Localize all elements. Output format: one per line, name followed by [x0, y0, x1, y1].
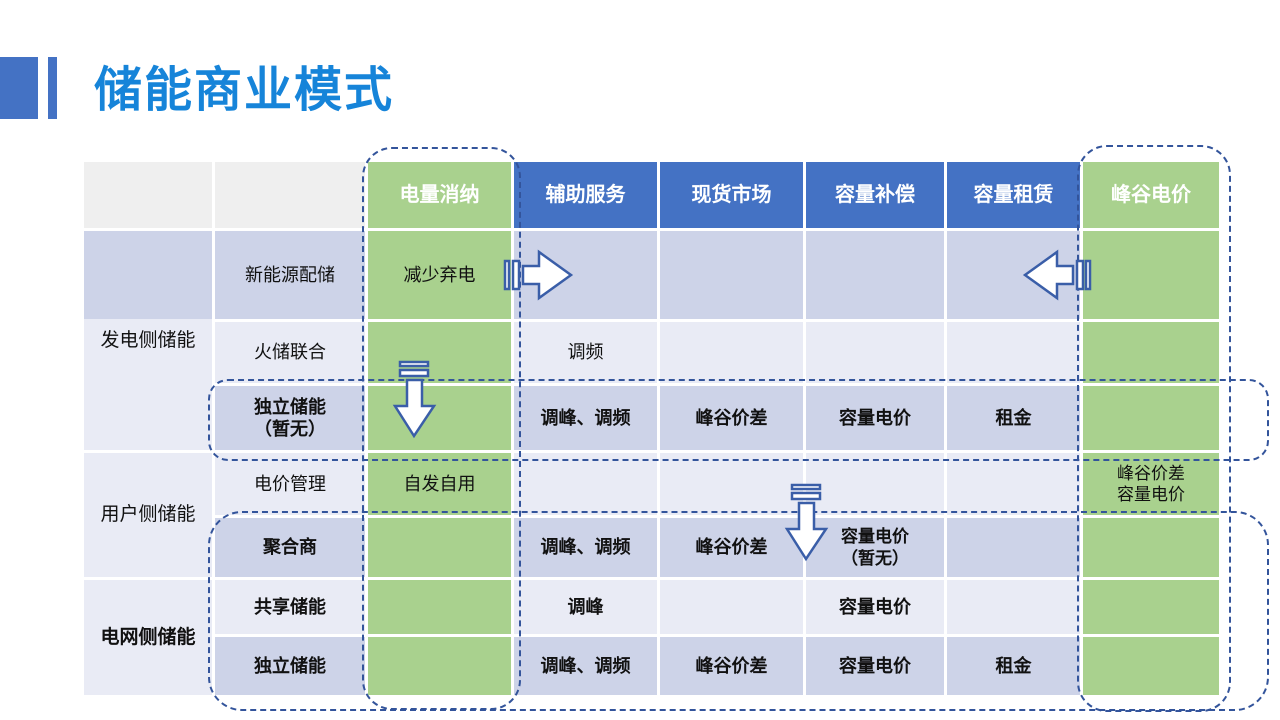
- table-cell: 容量电价: [806, 386, 944, 450]
- striped-down-arrow-icon: [777, 483, 835, 563]
- table-cell: [947, 322, 1080, 383]
- table-cell: [368, 580, 511, 634]
- table-cell: 峰谷价差: [660, 637, 803, 695]
- row-label: 共享储能: [215, 580, 365, 634]
- highlight-rows-grid-side: [208, 511, 1269, 711]
- group-label: 电网侧储能: [84, 580, 212, 695]
- title-accent-square: [0, 57, 38, 119]
- column-header: 容量补偿: [806, 162, 944, 228]
- table-cell: 调峰、调频: [514, 518, 657, 577]
- row-label: 电价管理: [215, 453, 365, 515]
- striped-left-arrow-icon: [1016, 244, 1092, 306]
- row-label: 独立储能: [215, 637, 365, 695]
- table-cell: [368, 518, 511, 577]
- table-cell: [806, 453, 944, 515]
- table-cell: 调峰、调频: [514, 637, 657, 695]
- striped-down-arrow-icon: [385, 360, 443, 440]
- table-cell: [947, 518, 1080, 577]
- group-label: 发电侧储能: [84, 231, 212, 450]
- table-cell: [368, 386, 511, 450]
- title-accent-bar: [48, 57, 57, 119]
- page-title: 储能商业模式: [94, 64, 395, 117]
- table-cell: [660, 453, 803, 515]
- table-cell: [368, 322, 511, 383]
- table-cell: 峰谷价差: [660, 386, 803, 450]
- row-label: 火储联合: [215, 322, 365, 383]
- table-cell: 容量电价: [806, 637, 944, 695]
- row-label: 独立储能 （暂无）: [215, 386, 365, 450]
- business-model-table: 电量消纳 辅助服务 现货市场 容量补偿 容量租赁 峰谷电价 发电侧储能 用户侧储…: [84, 162, 1219, 695]
- table-cell: 租金: [947, 637, 1080, 695]
- table-cell: [806, 231, 944, 319]
- table-cell: 减少弃电: [368, 231, 511, 319]
- table-cell: [947, 580, 1080, 634]
- table-cell: [1083, 580, 1219, 634]
- striped-right-arrow-icon: [503, 244, 575, 306]
- table-cell: 调峰: [514, 580, 657, 634]
- column-header: 容量租赁: [947, 162, 1080, 228]
- row-label: 聚合商: [215, 518, 365, 577]
- table-cell: [1083, 231, 1219, 319]
- group-label: 用户侧储能: [84, 453, 212, 577]
- table-cell: 峰谷价差: [660, 518, 803, 577]
- highlight-row-independent-storage: [208, 379, 1269, 461]
- table-cell: [1083, 386, 1219, 450]
- table-cell: 峰谷价差 容量电价: [1083, 453, 1219, 515]
- row-label: 新能源配储: [215, 231, 365, 319]
- table-cell: 容量电价 （暂无）: [806, 518, 944, 577]
- header-blank-cell: [84, 162, 212, 228]
- highlight-column-peak-valley-price: [1077, 145, 1231, 712]
- column-header: 现货市场: [660, 162, 803, 228]
- table-cell: 调峰、调频: [514, 386, 657, 450]
- table-cell: 租金: [947, 386, 1080, 450]
- table-cell: 调频: [514, 322, 657, 383]
- table-cell: [514, 453, 657, 515]
- table-cell: [1083, 322, 1219, 383]
- table-cell: 自发自用: [368, 453, 511, 515]
- table-cell: [660, 231, 803, 319]
- header-blank-cell: [215, 162, 365, 228]
- table-cell: [660, 322, 803, 383]
- table-cell: [660, 580, 803, 634]
- column-header: 辅助服务: [514, 162, 657, 228]
- table-cell: 容量电价: [806, 580, 944, 634]
- table-cell: [1083, 518, 1219, 577]
- table-cell: [947, 453, 1080, 515]
- table-cell: [806, 322, 944, 383]
